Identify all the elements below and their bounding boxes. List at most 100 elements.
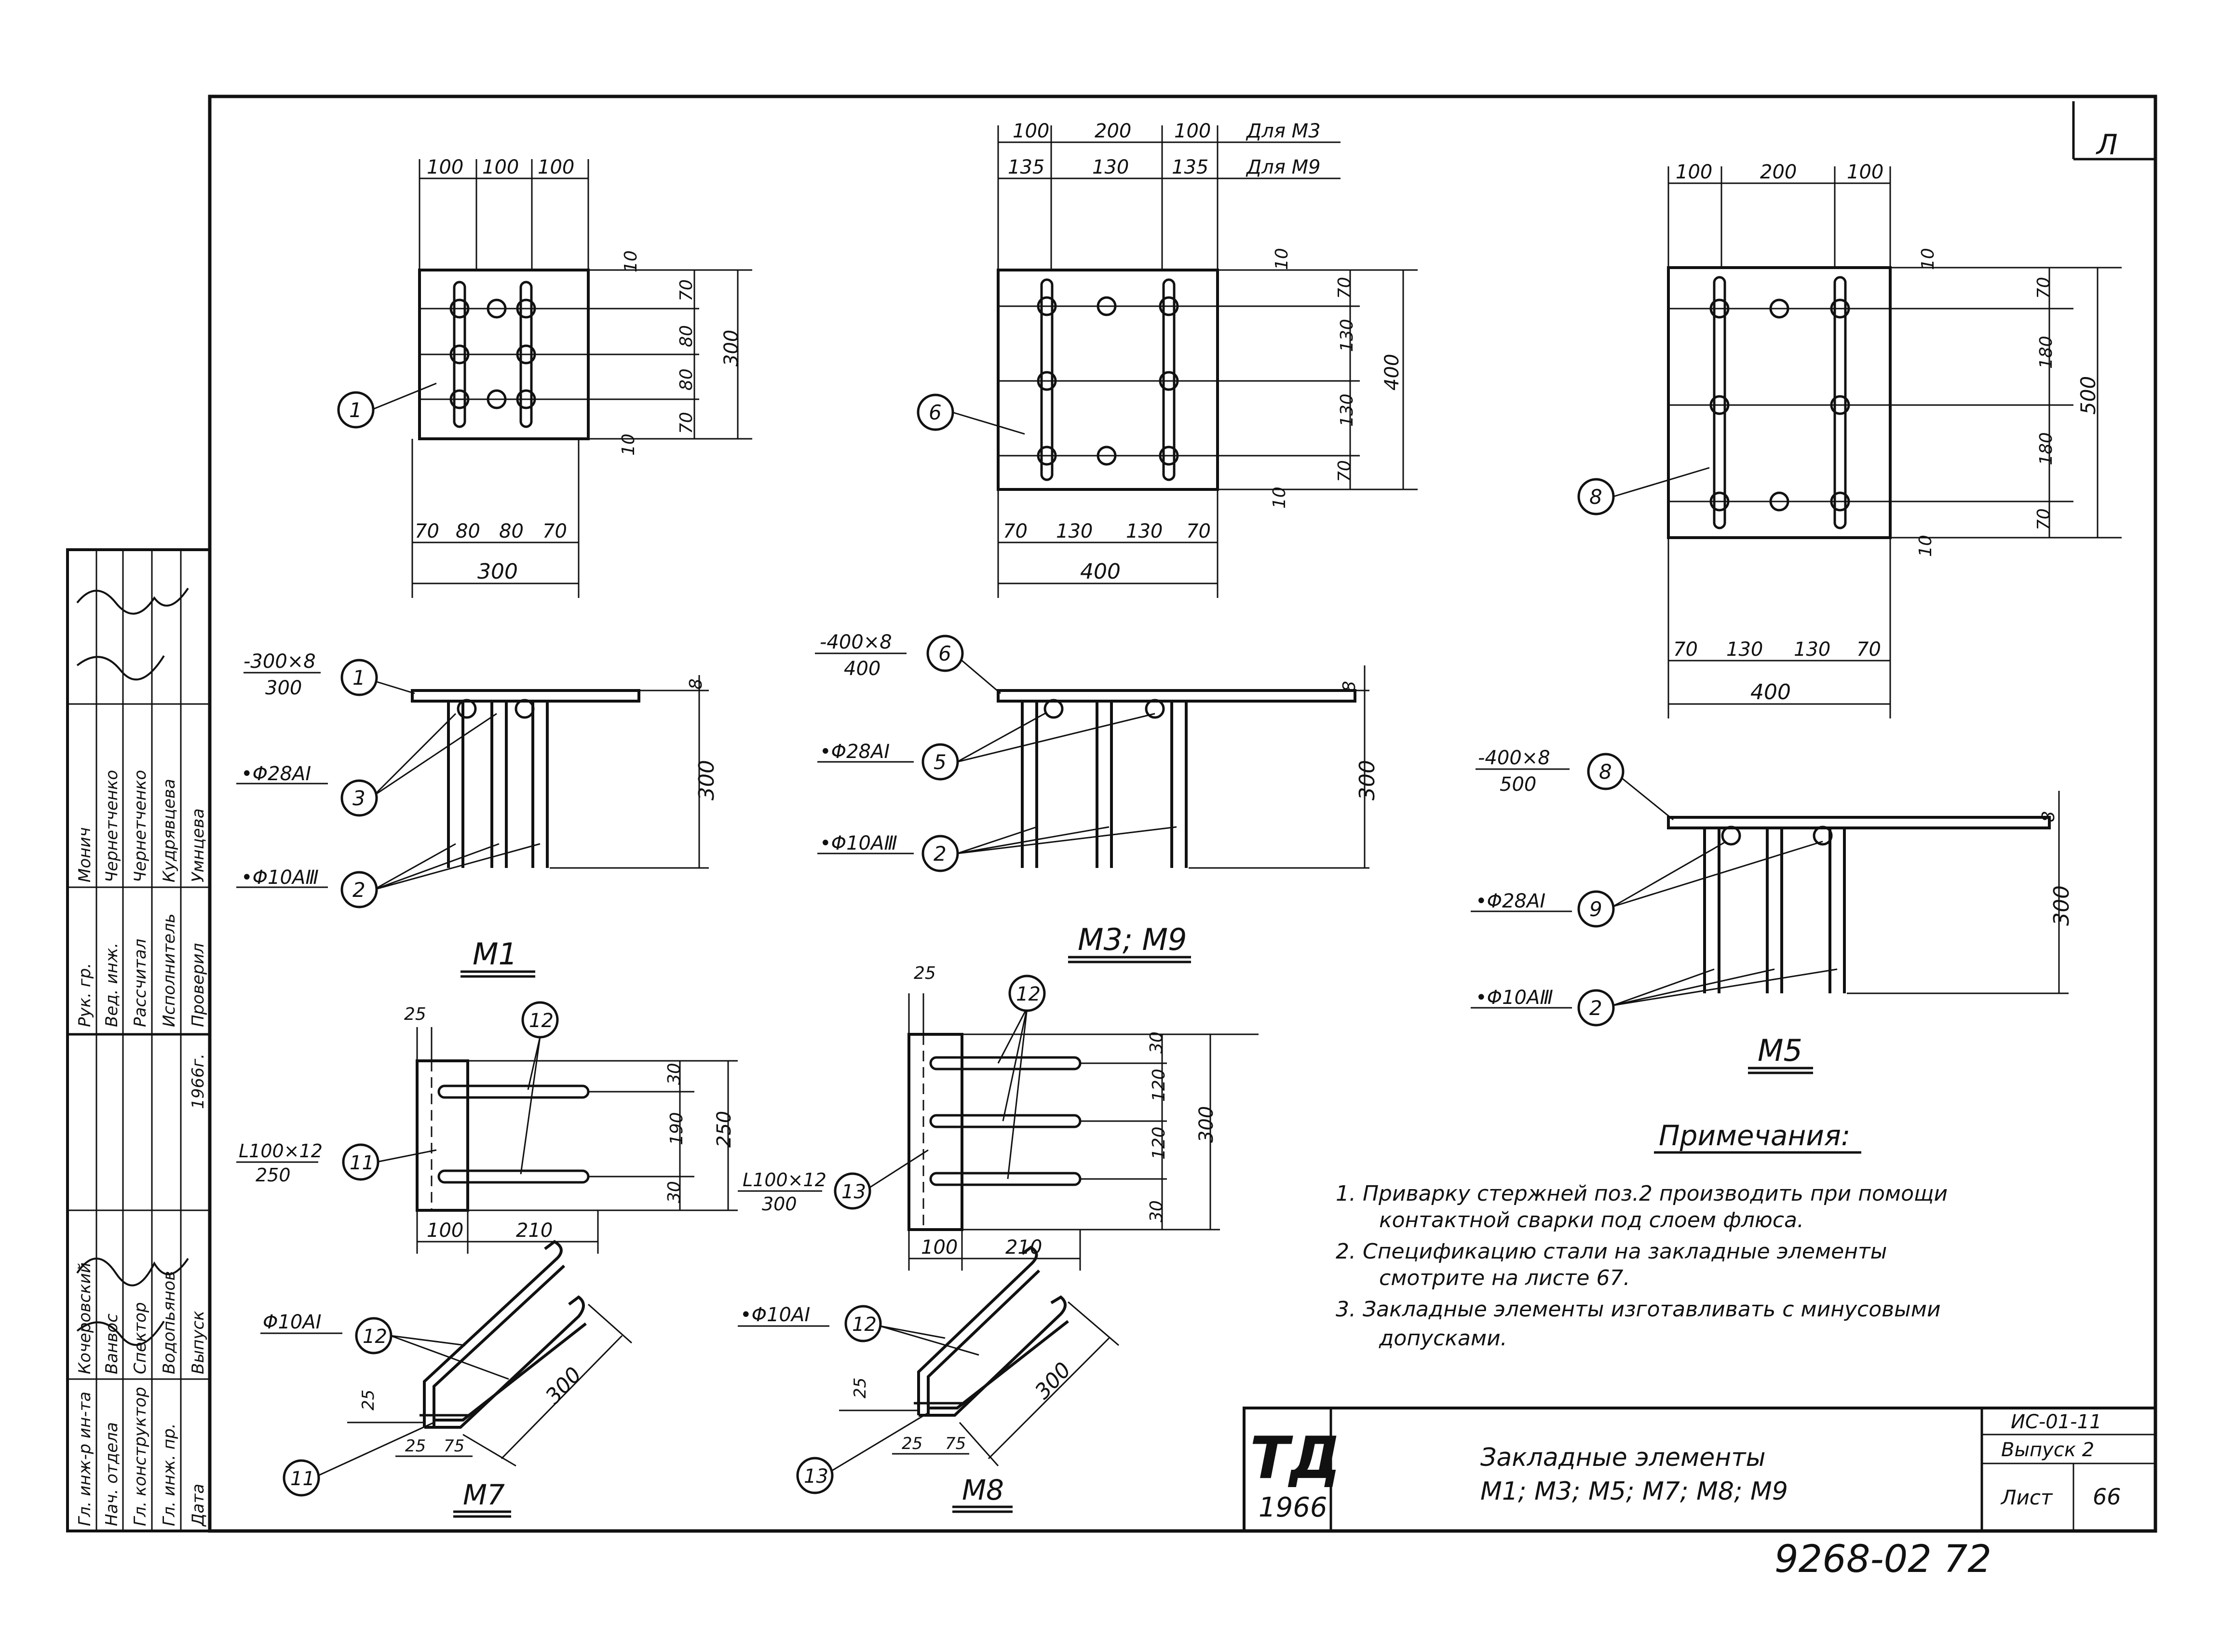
angle-11-mark-12: 12 — [529, 1010, 554, 1032]
m3-dim-right-70b: 70 — [1335, 460, 1354, 482]
stamp-role-1: Гл. инж-р ин-та — [75, 1392, 95, 1526]
series-code: ИС-01-11 — [2011, 1411, 2102, 1433]
m1-dim-top-1: 100 — [427, 156, 463, 178]
m5-section-mark-8: 8 — [1599, 760, 1612, 784]
m3-mark-6: 6 — [929, 401, 942, 424]
m3-dim-bottom-4: 70 — [1186, 520, 1211, 542]
m5-section-height: 300 — [2049, 885, 2074, 926]
stamp-year: 1966г. — [189, 1054, 208, 1109]
m1-dim-right-80a: 80 — [677, 325, 696, 347]
angle-13-label: L100×12 — [743, 1169, 826, 1191]
m1-dim-right-10b: 10 — [619, 433, 638, 456]
stamp-role-2: Нач. отдела — [102, 1422, 122, 1526]
m3-section-plate-label: -400×8 — [820, 631, 892, 653]
m3-plan: 100 200 100 Для M3 135 130 135 Для M9 10… — [917, 120, 1418, 598]
m3-dim-right-70a: 70 — [1335, 277, 1354, 299]
stamp-role2-2: Вед. инж. — [102, 943, 122, 1027]
stamp-role2-3: Рассчитал — [131, 939, 150, 1027]
logo-year: 1966 — [1259, 1492, 1327, 1523]
stamp-role-3: Гл. конструктор — [131, 1387, 150, 1526]
sheet-number: 66 — [2093, 1484, 2121, 1510]
m3-plate — [997, 269, 1219, 491]
m1-dim-top-3: 100 — [538, 156, 574, 178]
m3-dim-bottom-3: 130 — [1126, 520, 1163, 542]
m1-plan: 100 100 100 10 70 80 80 70 10 300 70 80 … — [337, 156, 752, 598]
m5-dim-top-2: 200 — [1760, 161, 1797, 183]
archive-number: 9268-02 72 — [1774, 1538, 1991, 1581]
m1-section: 8 300 -300×8 300 1 •Φ28AI 3 •Φ10AⅢ 2 M1 — [236, 650, 719, 978]
m9-dim-top-3: 135 — [1172, 156, 1208, 178]
angle-11-mark-11: 11 — [350, 1152, 374, 1174]
m5-dim-right-10b: 10 — [1916, 535, 1936, 557]
angle-11-label: L100×12 — [239, 1140, 323, 1162]
angle-element-11: 30 190 30 250 25 100 210 L100×12 250 11 … — [236, 1001, 738, 1254]
m3-caption: M3; M9 — [1078, 922, 1187, 957]
m3-bar-label-b: •Φ10AⅢ — [820, 832, 897, 854]
m8-mark-13: 13 — [804, 1465, 828, 1488]
m3-rod-left — [1040, 278, 1054, 481]
m5-dim-bottom-2: 130 — [1726, 638, 1763, 661]
drawing-title-line1: Закладные элементы — [1480, 1443, 1766, 1472]
drawing-title-line2: M1; M3; M5; M7; M8; M9 — [1480, 1477, 1788, 1506]
m5-section-thickness: 8 — [2039, 811, 2058, 822]
m5-bar-label-a: •Φ28AI — [1476, 890, 1545, 912]
m1-section-mark-1: 1 — [352, 666, 366, 690]
m1-dim-right-10a: 10 — [621, 250, 641, 272]
angle-13-mark-13: 13 — [841, 1181, 866, 1203]
m3-dim-right-10a: 10 — [1272, 248, 1292, 270]
stamp-name-1: Кочеровский — [75, 1262, 95, 1374]
m7-dim-75: 75 — [444, 1436, 464, 1456]
angle-11-dim-total: 250 — [713, 1111, 735, 1148]
stamp-role2-5: Проверил — [189, 943, 208, 1027]
stamp-role2-1: Рук. гр. — [75, 963, 95, 1027]
m8-caption: M8 — [962, 1474, 1004, 1506]
m9-note-m9: Для M9 — [1246, 156, 1321, 178]
m3-dim-top-2: 200 — [1095, 120, 1131, 142]
m1-dim-bottom-2: 80 — [456, 520, 480, 542]
m5-dim-right-10a: 10 — [1918, 248, 1938, 270]
angle-11-len: 250 — [256, 1165, 291, 1186]
m5-dim-top-3: 100 — [1847, 161, 1883, 183]
angle-11-dim-190: 190 — [667, 1112, 687, 1145]
m1-dim-right-70b: 70 — [677, 412, 696, 434]
m1-section-plate-label: -300×8 — [244, 650, 316, 673]
stamp-name2-5: Умнцева — [189, 808, 208, 882]
stamp-name-2: Ванвос — [102, 1313, 122, 1374]
m1-caption: M1 — [473, 936, 517, 972]
angle-11-profile — [416, 1059, 469, 1212]
m3-note-m3: Для M3 — [1246, 120, 1321, 142]
m3-dim-right-130a: 130 — [1337, 319, 1357, 352]
stamp-name2-1: Монич — [75, 827, 95, 882]
notes-heading: Примечания: — [1659, 1119, 1850, 1152]
m5-rod-right — [1833, 276, 1847, 529]
m9-dim-top-1: 135 — [1008, 156, 1044, 178]
m8-dim-25a: 25 — [851, 1378, 870, 1398]
m5-caption: M5 — [1758, 1033, 1802, 1068]
m1-dim-bottom-1: 70 — [415, 520, 439, 542]
stamp-name2-3: Чернетченко — [131, 770, 150, 882]
angle-11-dim-100: 100 — [427, 1219, 463, 1242]
angle-13-dim-total: 300 — [1195, 1106, 1218, 1143]
m8-mark-12: 12 — [852, 1313, 877, 1336]
angle-11-dim-30b: 30 — [664, 1181, 684, 1203]
m5-dim-right-180b: 180 — [2036, 432, 2056, 465]
m3-dim-right-10b: 10 — [1270, 487, 1289, 509]
angle-11-dim-25: 25 — [404, 1004, 426, 1024]
m3-dim-right-130b: 130 — [1337, 393, 1357, 427]
m5-mark-2: 2 — [1589, 996, 1602, 1020]
m3-bar-label-a: •Φ28AI — [820, 741, 890, 763]
issue-no: Выпуск 2 — [2001, 1439, 2094, 1461]
m1-section-plate-len: 300 — [265, 677, 302, 699]
m5-bar-label-b: •Φ10AⅢ — [1476, 987, 1553, 1009]
angle-13-profile — [907, 1033, 963, 1231]
m8-dim-300: 300 — [1030, 1358, 1076, 1404]
m7-isometric: 300 25 25 75 Φ10AI 12 11 M7 — [260, 1240, 632, 1518]
m5-mark-9: 9 — [1589, 897, 1602, 921]
m5-section: 8 300 -400×8 500 8 •Φ28AI 9 •Φ10AⅢ 2 M5 — [1471, 747, 2074, 1074]
m3-section-plate — [997, 689, 1356, 703]
angle-13-dim-120b: 120 — [1149, 1126, 1169, 1160]
m5-section-plate-label: -400×8 — [1478, 747, 1550, 769]
m1-dim-bottom-4: 70 — [542, 520, 567, 542]
angle-13-dim-100: 100 — [921, 1236, 958, 1259]
